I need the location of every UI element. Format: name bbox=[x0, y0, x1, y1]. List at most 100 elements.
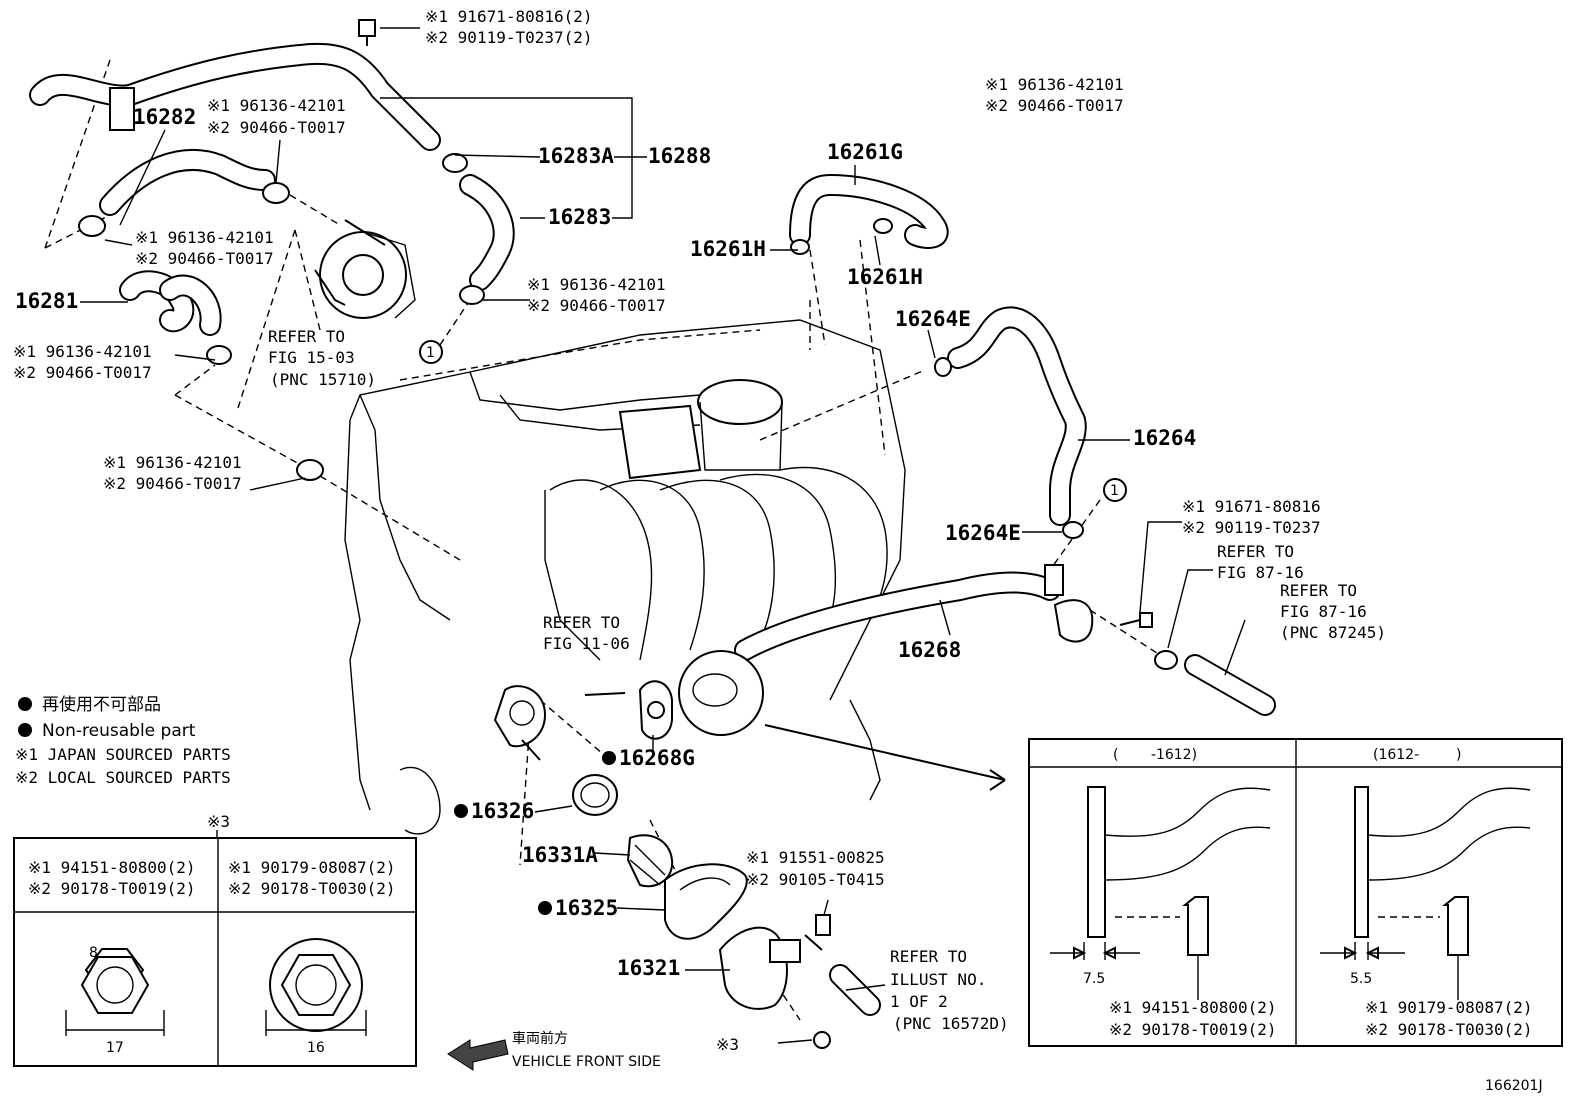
refer-to-labels: REFER TO FIG 15-03 (PNC 15710) REFER TO … bbox=[268, 327, 1386, 1033]
part-16264e-bottom-label: 16264E bbox=[945, 521, 1021, 545]
detail-left-dim: 7.5 bbox=[1083, 971, 1105, 987]
engine-outline bbox=[344, 319, 906, 835]
detail-right-1: ※1 90179-08087(2) bbox=[1365, 998, 1533, 1017]
callout-clip-top-right-2: ※2 90466-T0017 bbox=[985, 96, 1124, 115]
ref-87-16-a-line-1: REFER TO bbox=[1217, 542, 1294, 561]
ref-illust-line-1: REFER TO bbox=[890, 947, 967, 966]
part-16326-label: 16326 bbox=[471, 799, 534, 823]
ref-87-16-a-line-2: FIG 87-16 bbox=[1217, 563, 1304, 582]
front-arrow-label-en: VEHICLE FRONT SIDE bbox=[512, 1054, 661, 1070]
callout-clip-top-right-1: ※1 96136-42101 bbox=[985, 75, 1124, 94]
pipe-16268 bbox=[734, 564, 1094, 661]
detail-left-2: ※2 90178-T0019(2) bbox=[1109, 1020, 1277, 1039]
ref-illust-line-4: (PNC 16572D) bbox=[893, 1014, 1009, 1033]
callout-clip-e-1: ※1 96136-42101 bbox=[103, 453, 242, 472]
legend-nonreusable-jp: 再使用不可部品 bbox=[42, 694, 161, 715]
ref-illust-line-3: 1 OF 2 bbox=[890, 992, 948, 1011]
part-16268-label: 16268 bbox=[898, 638, 961, 662]
nonreusable-dot-16326 bbox=[454, 804, 468, 818]
callout-clip-c-1: ※1 96136-42101 bbox=[527, 275, 666, 294]
detail-left-header: ( -1612) bbox=[1113, 747, 1197, 763]
hose-16572d bbox=[829, 964, 881, 1016]
legend: 再使用不可部品 Non-reusable part ※1 JAPAN SOURC… bbox=[15, 694, 231, 787]
ref-87-16-b-line-3: (PNC 87245) bbox=[1280, 623, 1386, 642]
part-16325-label: 16325 bbox=[555, 896, 618, 920]
part-16264-label: 16264 bbox=[1133, 426, 1196, 450]
hose-16281 bbox=[119, 270, 222, 336]
circle-marker-left: 1 bbox=[426, 345, 435, 361]
part-16281-label: 16281 bbox=[15, 289, 78, 313]
hose-16283 bbox=[459, 174, 515, 291]
hose-16282 bbox=[99, 149, 276, 216]
part-16264e-top-label: 16264E bbox=[895, 307, 971, 331]
callout-clip-b-2: ※2 90466-T0017 bbox=[135, 249, 274, 268]
nut-table-left-2: ※2 90178-T0019(2) bbox=[28, 879, 196, 898]
front-arrow-label-jp: 車両前方 bbox=[512, 1030, 568, 1047]
circle-marker-right: 1 bbox=[1110, 483, 1119, 499]
legend-japan-sourced: ※1 JAPAN SOURCED PARTS bbox=[15, 745, 231, 764]
nut-table-right-1: ※1 90179-08087(2) bbox=[228, 858, 396, 877]
nut-table-title: ※3 bbox=[207, 812, 230, 831]
illustration-code: 166201J bbox=[1485, 1078, 1543, 1094]
nut-table-right-2: ※2 90178-T0030(2) bbox=[228, 879, 396, 898]
small-parts bbox=[78, 19, 1178, 1049]
detail-left-1: ※1 94151-80800(2) bbox=[1109, 998, 1277, 1017]
detail-right-2: ※2 90178-T0030(2) bbox=[1365, 1020, 1533, 1039]
hose-16261g bbox=[789, 173, 949, 249]
detail-right-dim: 5.5 bbox=[1350, 971, 1372, 987]
ref-15-03-line-2: FIG 15-03 bbox=[268, 348, 355, 367]
ref-illust-line-2: ILLUST NO. bbox=[890, 970, 986, 989]
callout-bolt-bottom-1: ※1 91551-00825 bbox=[746, 848, 885, 867]
part-16261h-right-label: 16261H bbox=[847, 265, 923, 289]
part-16321-label: 16321 bbox=[617, 956, 680, 980]
callout-clip-d-1: ※1 96136-42101 bbox=[13, 342, 152, 361]
part-number-labels: 16282 16281 16283A 16288 16283 16261G 16… bbox=[15, 105, 1196, 980]
part-16283a-label: 16283A bbox=[538, 144, 614, 168]
callout-bolt-right-2: ※2 90119-T0237 bbox=[1182, 518, 1321, 537]
nut-left-dim-top: 8 bbox=[89, 945, 98, 961]
legend-nonreusable-en: Non-reusable part bbox=[42, 721, 196, 741]
ref-15-03-line-1: REFER TO bbox=[268, 327, 345, 346]
callout-nut-3: ※3 bbox=[716, 1035, 739, 1054]
callout-clip-c-2: ※2 90466-T0017 bbox=[527, 296, 666, 315]
ref-11-06-line-2: FIG 11-06 bbox=[543, 634, 630, 653]
callout-bolt-right-1: ※1 91671-80816 bbox=[1182, 497, 1321, 516]
part-16268g-label: 16268G bbox=[619, 746, 695, 770]
legend-local-sourced: ※2 LOCAL SOURCED PARTS bbox=[15, 768, 231, 787]
ref-87-16-b-line-2: FIG 87-16 bbox=[1280, 602, 1367, 621]
hose-16282-upper bbox=[29, 42, 441, 151]
hose-16264 bbox=[947, 306, 1087, 526]
part-16261h-left-label: 16261H bbox=[690, 237, 766, 261]
circle-markers: 1 1 bbox=[419, 340, 1127, 502]
nonreusable-dot-16268g bbox=[602, 751, 616, 765]
callout-clip-e-2: ※2 90466-T0017 bbox=[103, 474, 242, 493]
nut-left-dim: 17 bbox=[106, 1040, 124, 1056]
part-16261g-label: 16261G bbox=[827, 140, 903, 164]
hose-fig-87-16 bbox=[1184, 654, 1276, 716]
ref-11-06-line-1: REFER TO bbox=[543, 613, 620, 632]
part-16282-label: 16282 bbox=[133, 105, 196, 129]
ref-15-03-line-3: (PNC 15710) bbox=[270, 370, 376, 389]
dashed-leaders bbox=[44, 59, 1161, 1021]
callout-clip-a-2: ※2 90466-T0017 bbox=[207, 118, 346, 137]
nonreusable-dot-16325 bbox=[538, 901, 552, 915]
detail-right-header: (1612- ) bbox=[1373, 747, 1462, 763]
callout-bolt-bottom-2: ※2 90105-T0415 bbox=[746, 870, 885, 889]
callout-bolt-top-2: ※2 90119-T0237(2) bbox=[425, 28, 593, 47]
vehicle-front-arrow: 車両前方 VEHICLE FRONT SIDE bbox=[447, 1030, 661, 1071]
callout-bolt-top-1: ※1 91671-80816(2) bbox=[425, 7, 593, 26]
callout-labels: ※1 91671-80816(2) ※2 90119-T0237(2) ※1 9… bbox=[13, 7, 1321, 1054]
nut-table-left-1: ※1 94151-80800(2) bbox=[28, 858, 196, 877]
nut-table: ※3 ※1 94151-80800(2) ※2 90178-T0019(2) ※… bbox=[13, 812, 417, 1067]
callout-clip-d-2: ※2 90466-T0017 bbox=[13, 363, 152, 382]
detail-table: ( -1612) (1612- ) 7.5 ※1 94151-80800(2) … bbox=[1028, 738, 1563, 1047]
ref-87-16-b-line-1: REFER TO bbox=[1280, 581, 1357, 600]
leader-lines bbox=[80, 27, 1246, 1044]
callout-clip-a-1: ※1 96136-42101 bbox=[207, 96, 346, 115]
callout-clip-b-1: ※1 96136-42101 bbox=[135, 228, 274, 247]
part-16283-label: 16283 bbox=[548, 205, 611, 229]
part-16331a-label: 16331A bbox=[522, 843, 598, 867]
nut-right-dim: 16 bbox=[307, 1040, 325, 1056]
